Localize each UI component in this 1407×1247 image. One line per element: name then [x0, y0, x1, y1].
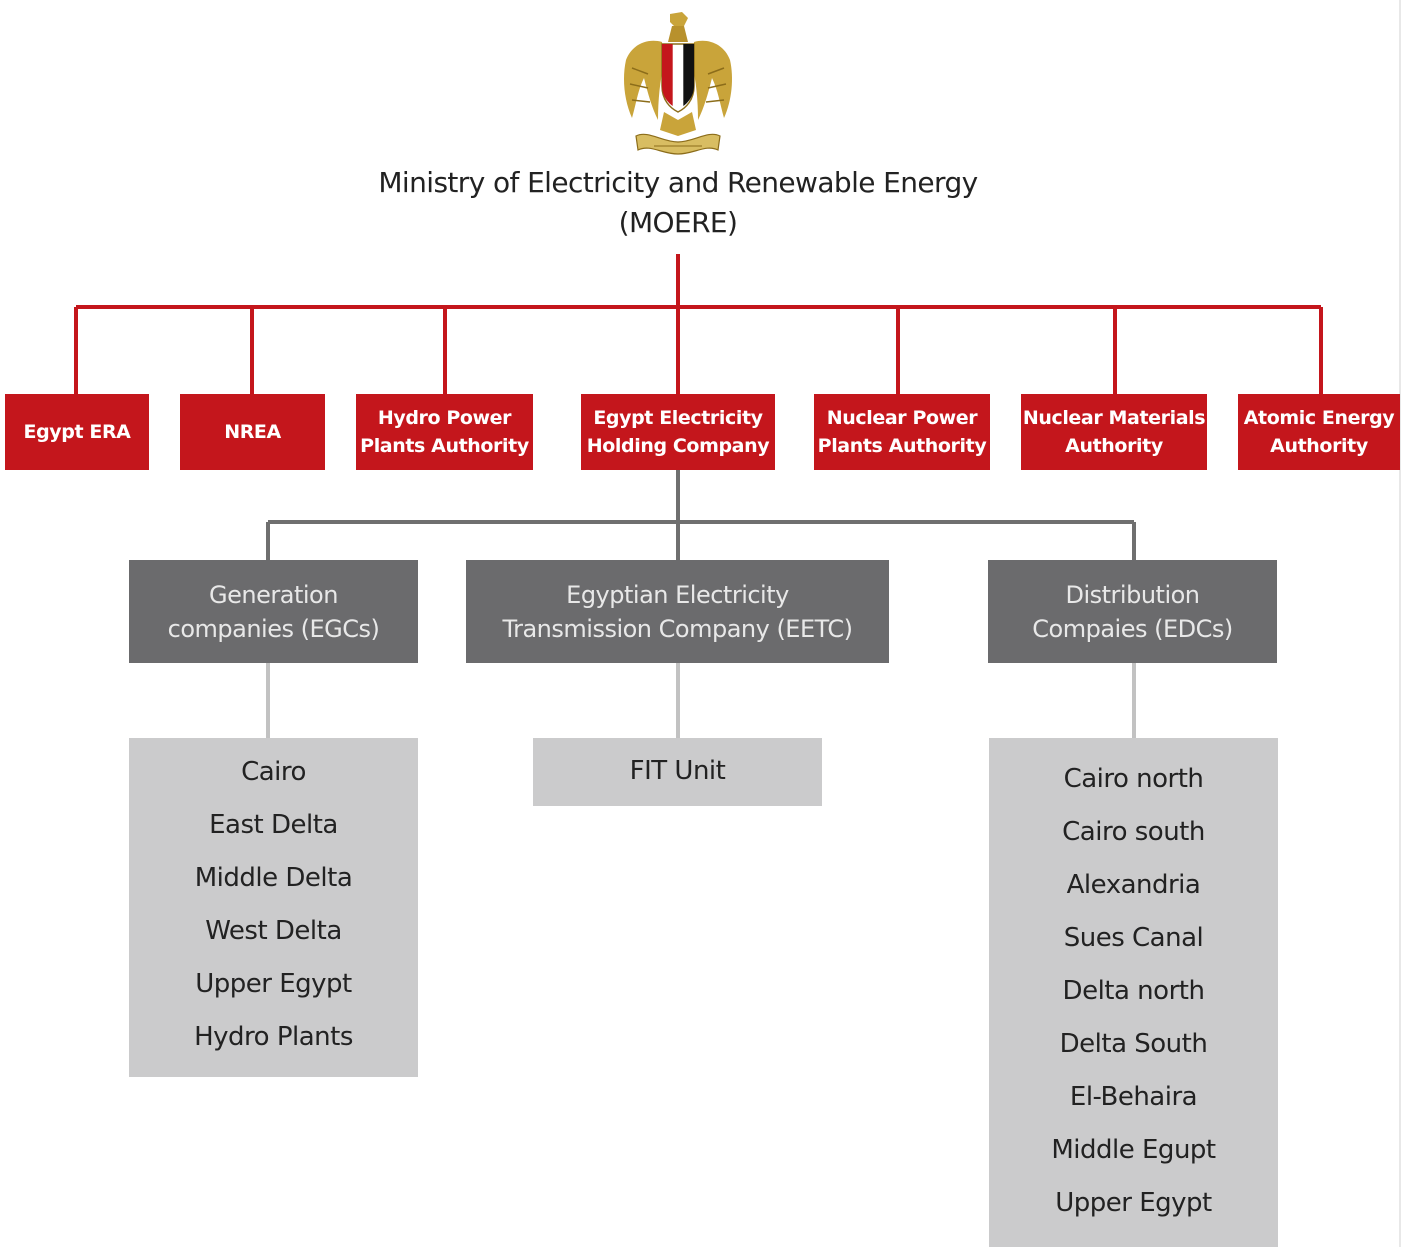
node-egypt-era: Egypt ERA [5, 394, 149, 470]
list-item: Alexandria [1066, 870, 1201, 900]
node-label-line1: Generation [209, 580, 338, 609]
light-connectors [266, 662, 1136, 740]
list-item: FIT Unit [629, 756, 726, 786]
node-label-line2: companies (EGCs) [167, 614, 380, 643]
node-label-line1: NREA [224, 421, 281, 443]
node-label-line1: Egypt Electricity [593, 407, 763, 429]
list-item: Cairo south [1062, 817, 1205, 847]
list-item: East Delta [209, 810, 338, 840]
node-label-line2: Plants Authority [360, 435, 529, 457]
node-nuclear-materials-authority: Nuclear Materials Authority [1021, 394, 1207, 470]
node-egypt-electricity-holding-company: Egypt Electricity Holding Company [581, 394, 775, 470]
node-label-line2: Compaies (EDCs) [1032, 614, 1233, 643]
list-item: Delta South [1059, 1029, 1208, 1059]
transmission-units-list: FIT Unit [533, 738, 822, 806]
page-title: Ministry of Electricity and Renewable En… [378, 166, 978, 199]
node-nuclear-power-plants-authority: Nuclear Power Plants Authority [814, 394, 990, 470]
eagle-emblem-icon [624, 12, 732, 155]
node-label-line2: Transmission Company (EETC) [502, 614, 853, 643]
node-label-line2: Authority [1270, 435, 1368, 457]
node-transmission-company: Egyptian Electricity Transmission Compan… [466, 560, 889, 663]
list-item: Hydro Plants [194, 1022, 353, 1052]
list-item: Cairo north [1063, 764, 1204, 794]
red-connectors [74, 254, 1323, 396]
node-atomic-energy-authority: Atomic Energy Authority [1238, 394, 1400, 470]
node-label-line1: Atomic Energy [1243, 407, 1395, 429]
node-label-line1: Distribution [1065, 580, 1200, 609]
list-item: Middle Delta [194, 863, 353, 893]
list-item: El-Behaira [1069, 1082, 1198, 1112]
node-generation-companies: Generation companies (EGCs) [129, 560, 418, 663]
node-label-line2: Holding Company [586, 435, 770, 457]
list-item: Delta north [1062, 976, 1205, 1006]
node-label-line1: Nuclear Power [826, 407, 978, 429]
node-label-line2: Authority [1065, 435, 1163, 457]
list-item: Upper Egypt [1055, 1188, 1212, 1218]
node-nrea: NREA [180, 394, 325, 470]
node-label-line1: Egyptian Electricity [566, 580, 789, 609]
gray-connectors [266, 470, 1136, 562]
list-item: Cairo [241, 757, 306, 787]
list-item: Sues Canal [1063, 923, 1204, 953]
distribution-companies-list: Cairo north Cairo south Alexandria Sues … [989, 738, 1278, 1247]
node-label-line2: Plants Authority [817, 435, 987, 457]
node-label-line1: Nuclear Materials [1022, 407, 1206, 429]
list-item: Upper Egypt [195, 969, 352, 999]
node-label-line1: Egypt ERA [23, 421, 131, 443]
generation-companies-list: Cairo East Delta Middle Delta West Delta… [129, 738, 418, 1077]
node-distribution-companies: Distribution Compaies (EDCs) [988, 560, 1277, 663]
page-subtitle-abbreviation: (MOERE) [618, 206, 738, 239]
page-edge-line [1399, 0, 1401, 1247]
list-item: West Delta [205, 916, 342, 946]
node-label-line1: Hydro Power [377, 407, 512, 429]
node-hydro-power-plants-authority: Hydro Power Plants Authority [356, 394, 533, 470]
list-item: Middle Egupt [1051, 1135, 1216, 1165]
